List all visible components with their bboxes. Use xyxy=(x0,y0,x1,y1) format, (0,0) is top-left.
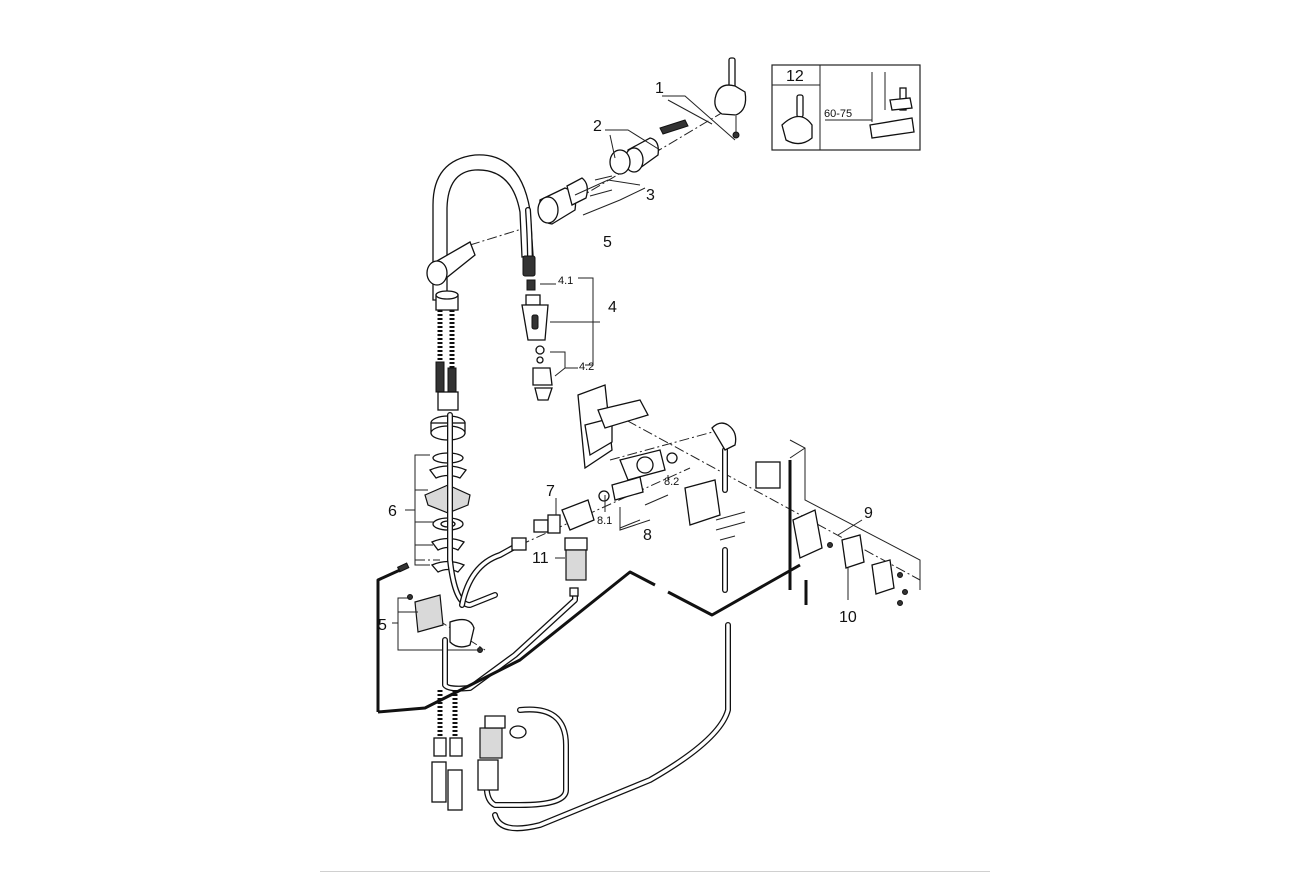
electronics-box xyxy=(755,439,921,606)
control-unit-leaders xyxy=(604,475,669,531)
label-8-2: 8.2 xyxy=(664,476,679,488)
hose-clamp xyxy=(407,594,483,653)
label-4-2: 4.2 xyxy=(579,361,594,373)
label-8-1: 8.1 xyxy=(597,515,612,527)
electronics-leaders xyxy=(837,519,863,600)
assembly-axis-lines xyxy=(415,104,921,651)
connector-leaders xyxy=(555,498,565,559)
spray-head-leaders xyxy=(540,277,600,377)
mounting-leaders xyxy=(405,454,433,566)
angle-valves xyxy=(431,690,527,811)
label-3: 3 xyxy=(646,187,655,204)
handle-assembly xyxy=(537,57,747,225)
faucet-spout xyxy=(426,154,534,311)
label-5-clamp: 5 xyxy=(378,617,387,634)
power-cable xyxy=(376,460,808,714)
footer-divider xyxy=(320,871,990,872)
label-4-1: 4.1 xyxy=(558,275,573,287)
mounting-kit xyxy=(396,415,471,573)
pull-out-hose xyxy=(522,207,536,277)
clamp-leaders xyxy=(392,597,480,651)
label-7: 7 xyxy=(546,483,555,500)
part-number-labels: 1 2 3 5 4.1 4 4.2 6 7 8.2 8.1 8 11 9 10 … xyxy=(378,68,873,634)
label-2: 2 xyxy=(593,118,602,135)
control-unit xyxy=(577,384,746,541)
inset-number: 12 xyxy=(786,68,804,85)
handle-leaders xyxy=(574,95,736,216)
dimension-inset xyxy=(771,64,921,151)
label-4: 4 xyxy=(608,299,617,316)
label-8: 8 xyxy=(643,527,652,544)
label-1: 1 xyxy=(655,80,664,97)
inset-dimension: 60-75 xyxy=(824,108,852,120)
spray-head xyxy=(521,279,553,401)
supply-hoses xyxy=(435,310,459,411)
label-10: 10 xyxy=(839,609,857,626)
hose-loops xyxy=(442,412,731,832)
label-5-hose: 5 xyxy=(603,234,612,251)
label-11: 11 xyxy=(532,550,549,567)
label-6: 6 xyxy=(388,503,397,520)
connector-fittings xyxy=(511,499,595,597)
label-9: 9 xyxy=(864,505,873,522)
